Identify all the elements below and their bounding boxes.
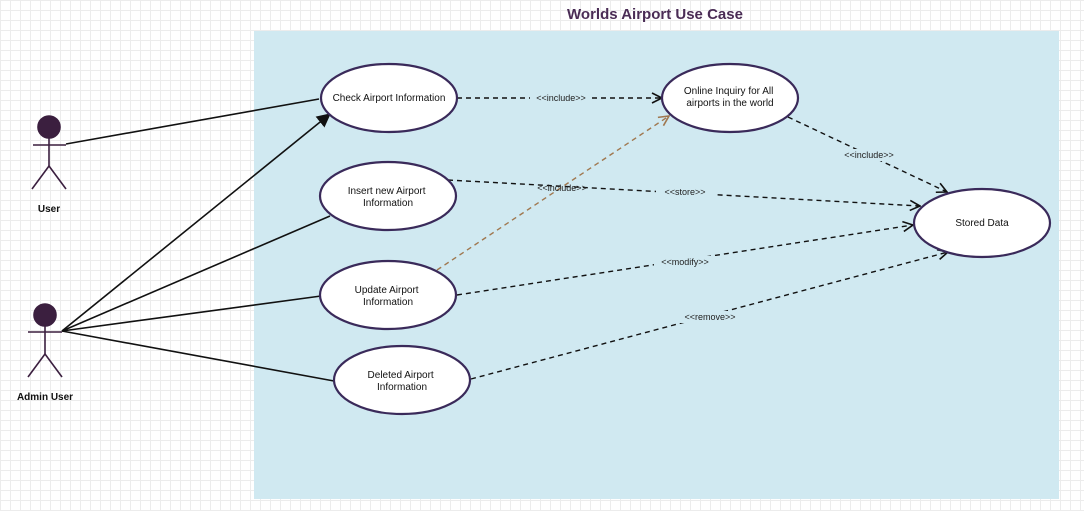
association-user-check: [65, 98, 320, 145]
svg-text:<<include>>: <<include>>: [537, 183, 587, 193]
svg-text:<<include>>: <<include>>: [536, 93, 586, 103]
use-case-check-airport-information[interactable]: Check Airport Information: [319, 62, 459, 134]
online-inquiry-line-2: airports in the world: [686, 98, 773, 109]
insert-info-line-2: Information: [363, 198, 413, 209]
user-actor-label: User: [38, 204, 60, 215]
include-update-inquiry-label: <<include>>: [537, 183, 587, 193]
svg-text:Online Inquiry for All a: Online Inquiry for All airports in the w…: [684, 86, 776, 109]
association-admin-deleted: [61, 330, 335, 382]
use-case-insert-airport-information[interactable]: Insert new Airport Information: [318, 160, 458, 232]
stored-data-line-1: Stored Data: [955, 218, 1009, 229]
use-case-update-airport-information[interactable]: Update Airport Information: [318, 259, 458, 331]
include-inquiry-stored-line: [787, 116, 947, 192]
svg-text:<<store>>: <<store>>: [664, 187, 705, 197]
modify-update-stored-line: [456, 225, 913, 296]
use-case-online-inquiry[interactable]: Online Inquiry for All airports in the w…: [660, 62, 800, 134]
svg-text:<<remove>>: <<remove>>: [684, 312, 735, 322]
use-case-stored-data[interactable]: Stored Data: [912, 187, 1052, 259]
admin-user-actor-icon: [27, 303, 63, 378]
deleted-info-line-2: Information: [377, 382, 427, 393]
deleted-info-line-1: Deleted Airport: [368, 370, 434, 381]
user-actor-icon: [31, 115, 67, 190]
online-inquiry-line-1: Online Inquiry for All: [684, 86, 774, 97]
store-insert-stored-label: <<store>>: [656, 186, 714, 198]
association-admin-update: [61, 295, 322, 332]
svg-text:Stored Data: Stored Data: [955, 218, 1009, 229]
include-update-inquiry-line: [436, 116, 669, 271]
remove-deleted-stored-label: <<remove>>: [677, 311, 743, 323]
diagram-title: Worlds Airport Use Case: [567, 6, 743, 23]
include-check-inquiry-label: <<include>>: [530, 92, 592, 104]
update-info-line-1: Update Airport: [355, 285, 419, 296]
svg-text:<<modify>>: <<modify>>: [661, 257, 709, 267]
use-case-deleted-airport-information[interactable]: Deleted Airport Information: [332, 344, 472, 416]
svg-text:Check Airport Information: Check Airport Information: [333, 93, 446, 104]
svg-text:<<include>>: <<include>>: [844, 150, 894, 160]
association-admin-check: [61, 113, 331, 332]
actor-admin-user[interactable]: Admin User: [17, 303, 73, 403]
svg-text:Update Airport Informati: Update Airport Information: [355, 285, 422, 308]
modify-update-stored-label: <<modify>>: [654, 256, 716, 268]
check-info-line-1: Check Airport Information: [333, 93, 446, 104]
update-info-line-2: Information: [363, 297, 413, 308]
include-inquiry-stored-label: <<include>>: [838, 149, 900, 161]
svg-text:Deleted Airport Informat: Deleted Airport Information: [368, 370, 437, 393]
admin-user-actor-label: Admin User: [17, 392, 73, 403]
svg-text:Insert new Airport Infor: Insert new Airport Information: [348, 186, 429, 209]
actor-user[interactable]: User: [31, 115, 67, 215]
association-admin-insert: [61, 215, 331, 332]
insert-info-line-1: Insert new Airport: [348, 186, 426, 197]
